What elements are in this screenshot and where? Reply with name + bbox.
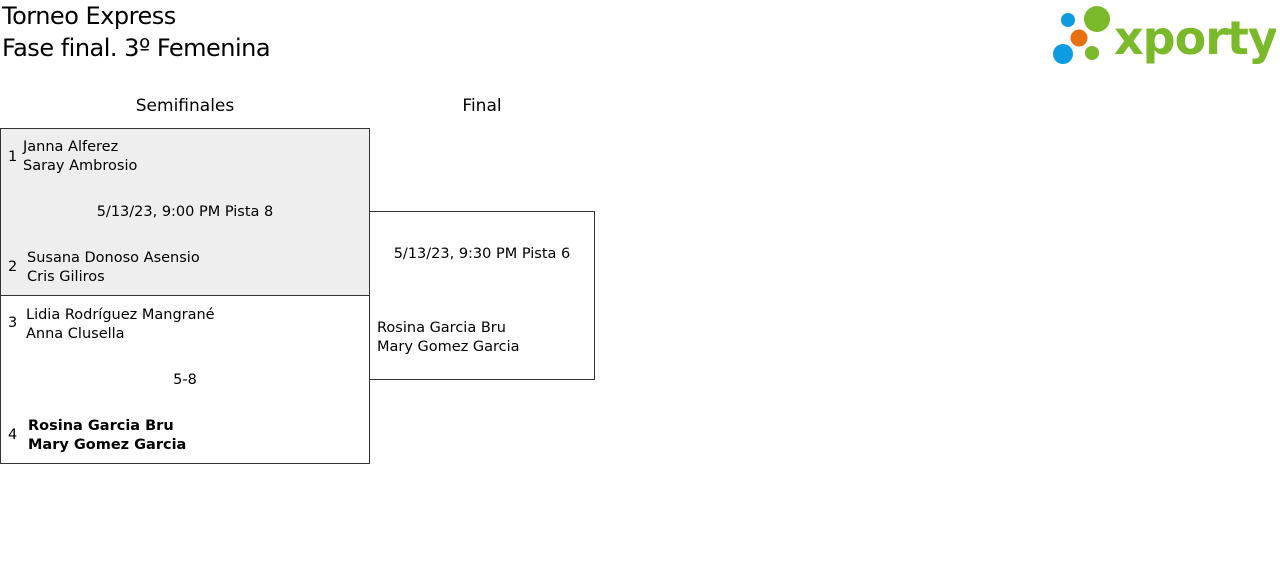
seed: 3 [8,315,18,331]
seed: 1 [8,149,18,165]
svg-text:xporty: xporty [1114,11,1276,65]
seed: 2 [8,259,18,275]
player: Saray Ambrosio [23,158,138,174]
player: Anna Clusella [26,326,125,342]
player: Rosina Garcia Bru [377,320,506,336]
page-title: Torneo Express [2,2,176,30]
winner-player: Rosina Garcia Bru [28,418,174,434]
player: Lidia Rodríguez Mangrané [26,307,215,323]
player: Janna Alferez [23,139,119,155]
round-header-semifinales: Semifinales [135,96,235,116]
match-semifinal-1[interactable]: 1 Janna Alferez Saray Ambrosio 5/13/23, … [0,128,370,296]
xporty-logo: xporty [1053,6,1276,65]
match-info: 5/13/23, 9:30 PM Pista 6 [393,246,571,262]
page-subtitle: Fase final. 3º Femenina [2,34,271,62]
winner-player: Mary Gomez Garcia [28,437,187,453]
seed: 4 [8,427,18,443]
match-result: 5-8 [173,372,197,388]
player: Mary Gomez Garcia [377,339,520,355]
match-semifinal-2[interactable]: 3 Lidia Rodríguez Mangrané Anna Clusella… [0,295,370,464]
match-info: 5/13/23, 9:00 PM Pista 8 [96,204,274,220]
match-final[interactable]: 5/13/23, 9:30 PM Pista 6 Rosina Garcia B… [369,211,595,380]
player: Susana Donoso Asensio [27,250,200,266]
round-header-final: Final [462,96,502,116]
player: Cris Giliros [27,269,105,285]
